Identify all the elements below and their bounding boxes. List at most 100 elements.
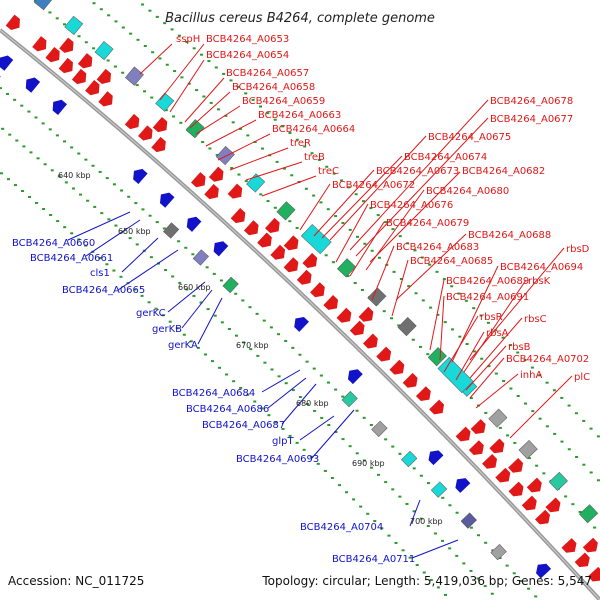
leader-line xyxy=(510,376,572,438)
gc-dot xyxy=(72,187,75,189)
gene-label: gerKC xyxy=(136,308,166,319)
gc-dot xyxy=(284,340,287,342)
gc-dot xyxy=(193,47,196,49)
gc-dot xyxy=(412,339,415,341)
gc-dot xyxy=(506,434,509,436)
gc-dot xyxy=(352,498,355,500)
gc-dot xyxy=(291,347,294,349)
gc-dot xyxy=(422,299,425,301)
gc-dot xyxy=(448,504,451,506)
gc-dot xyxy=(327,424,330,426)
gene-arrow xyxy=(337,308,355,326)
gc-dot xyxy=(384,481,387,483)
gc-dot xyxy=(306,361,309,363)
gc-dot xyxy=(560,397,563,399)
gene-label: BCB4264_A0663 xyxy=(258,110,341,121)
gc-dot xyxy=(119,276,122,278)
gene-box xyxy=(156,93,174,111)
gene-arrow xyxy=(59,58,77,76)
gc-dot xyxy=(6,93,9,95)
leader-line xyxy=(476,374,518,408)
gene-arrow xyxy=(425,447,443,465)
gene-arrow xyxy=(210,238,228,256)
gc-dot xyxy=(183,334,186,336)
leader-line xyxy=(430,280,444,350)
gc-dot xyxy=(213,273,216,275)
gene-arrow xyxy=(509,482,527,500)
gc-dot xyxy=(469,570,472,572)
gc-dot xyxy=(127,196,130,198)
gc-dot xyxy=(149,215,152,217)
gene-label: BCB4264_A0689 xyxy=(446,276,529,287)
gene-label: treR xyxy=(290,138,311,149)
gene-box xyxy=(65,16,83,34)
gc-dot xyxy=(564,495,567,497)
leader-line xyxy=(336,204,368,262)
leader-line xyxy=(118,250,178,290)
gc-dot xyxy=(92,47,95,49)
gene-arrow xyxy=(49,97,67,115)
leader-line xyxy=(230,148,288,170)
gene-label: BCB4264_A0691 xyxy=(446,292,529,303)
gene-label: rbsR xyxy=(480,312,503,323)
gc-dot xyxy=(506,565,509,567)
gc-dot xyxy=(427,482,430,484)
gc-dot xyxy=(434,532,437,534)
gc-dot xyxy=(462,562,465,564)
gene-label: BCB4264_A0657 xyxy=(226,68,309,79)
gc-dot xyxy=(77,153,80,155)
gc-dot xyxy=(63,226,66,228)
gc-dot xyxy=(204,353,207,355)
gc-dot xyxy=(222,73,225,75)
gc-dot xyxy=(303,449,306,451)
gc-dot xyxy=(542,472,545,474)
tick-670: 670 kbp xyxy=(236,341,269,350)
gene-label: BCB4264_A0678 xyxy=(490,96,573,107)
gc-dot xyxy=(136,243,139,245)
gc-dot xyxy=(232,380,235,382)
gc-dot xyxy=(261,148,264,150)
gc-dot xyxy=(8,134,11,136)
gc-dot xyxy=(391,488,394,490)
gene-box xyxy=(372,421,388,437)
gc-dot xyxy=(539,418,542,420)
gc-dot xyxy=(338,484,341,486)
gc-dot xyxy=(331,477,334,479)
gc-dot xyxy=(345,491,348,493)
gene-label: cls1 xyxy=(90,268,110,279)
gc-dot xyxy=(206,266,209,268)
gene-box xyxy=(34,0,52,10)
gc-dot xyxy=(141,4,144,6)
gc-dot xyxy=(276,161,279,163)
gene-arrow xyxy=(508,458,526,476)
gc-dot xyxy=(455,555,458,557)
gc-dot xyxy=(349,445,352,447)
gc-dot xyxy=(597,479,600,481)
gc-dot xyxy=(42,208,45,210)
gc-dot xyxy=(466,343,469,345)
gc-dot xyxy=(299,396,302,398)
gene-box xyxy=(401,451,417,467)
gc-dot xyxy=(79,194,82,196)
gc-dot xyxy=(42,122,45,124)
gc-dot xyxy=(553,433,556,435)
gene-box xyxy=(549,472,567,490)
gc-dot xyxy=(568,405,571,407)
gc-dot xyxy=(590,428,593,430)
gc-dot xyxy=(597,435,600,437)
leader-line xyxy=(470,358,504,398)
gc-dot xyxy=(444,594,447,596)
gc-dot xyxy=(312,195,315,197)
gc-dot xyxy=(218,367,221,369)
gene-box xyxy=(125,67,143,85)
gc-dot xyxy=(7,178,10,180)
gene-arrow xyxy=(257,232,275,250)
gc-dot xyxy=(524,403,527,405)
gene-arrow xyxy=(204,184,222,202)
gc-dot xyxy=(472,307,475,309)
gc-dot xyxy=(534,595,537,597)
gc-dot xyxy=(278,375,281,377)
gc-dot xyxy=(156,16,159,18)
gc-dot xyxy=(477,534,480,536)
gc-dot xyxy=(65,181,68,183)
